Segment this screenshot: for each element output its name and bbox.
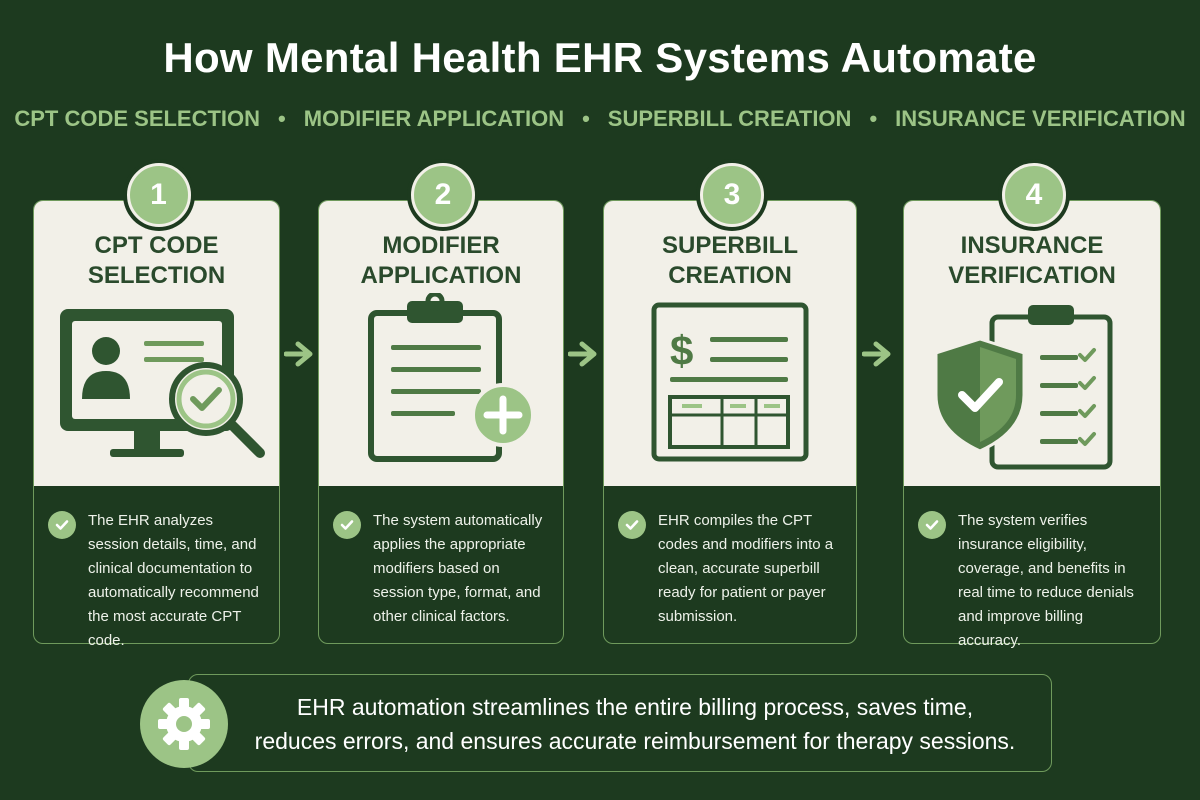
step-title: MODIFIER APPLICATION: [319, 231, 563, 291]
step-description-text: The system verifies insurance eligibilit…: [958, 512, 1134, 649]
step-title-line: SELECTION: [87, 262, 226, 289]
step-number-badge: 3: [700, 163, 764, 227]
step-description: The system automatically applies the app…: [333, 509, 551, 629]
gear-icon-badge: [140, 680, 228, 768]
step-number-badge: 1: [126, 163, 191, 227]
step-description: EHR compiles the CPT codes and modifiers…: [618, 509, 844, 629]
step-title-line: INSURANCE: [960, 232, 1104, 259]
step-description-text: The system automatically applies the app…: [373, 512, 543, 625]
summary-line: EHR automation streamlines the entire bi…: [296, 694, 974, 720]
step-description-text: EHR compiles the CPT codes and modifiers…: [658, 512, 834, 625]
subtitle-separator: •: [278, 106, 286, 131]
monitor-with-magnifier-icon: [60, 309, 265, 458]
step-number-badge: 4: [1002, 163, 1066, 227]
step-title-line: MODIFIER: [382, 232, 500, 259]
subtitle-item-cpt: CPT CODE SELECTION: [14, 106, 261, 131]
step-title-line: APPLICATION: [360, 262, 522, 289]
step-description: The EHR analyzes session details, time, …: [48, 509, 267, 653]
step-title-line: CREATION: [668, 262, 792, 289]
subtitle-separator: •: [869, 106, 878, 131]
subtitle-item-insurance: INSURANCE VERIFICATION: [895, 106, 1186, 131]
step-card-1: 1 CPT CODE SELECTION The EHR analyzes se…: [33, 163, 280, 649]
subtitle-separator: •: [582, 106, 590, 131]
subtitle: CPT CODE SELECTION • MODIFIER APPLICATION •…: [0, 106, 1200, 132]
subtitle-item-superbill: SUPERBILL CREATION: [607, 106, 852, 131]
check-icon: [48, 511, 76, 539]
clipboard-plus-icon: [368, 293, 535, 462]
step-title: CPT CODE SELECTION: [34, 231, 279, 291]
step-title-line: VERIFICATION: [948, 262, 1116, 289]
step-title: SUPERBILL CREATION: [604, 231, 856, 291]
summary-line: reduces errors, and ensures accurate rei…: [254, 728, 1016, 754]
page-title: How Mental Health EHR Systems Automate: [163, 34, 1037, 81]
summary-text: EHR automation streamlines the entire bi…: [240, 690, 1030, 758]
check-icon: [618, 511, 646, 539]
step-title-line: SUPERBILL: [661, 232, 798, 259]
step-title-line: CPT CODE: [94, 232, 219, 259]
check-icon: [918, 511, 946, 539]
step-number-badge: 2: [411, 163, 475, 227]
step-card-3: 3 SUPERBILL CREATION $ EHR compiles the …: [603, 163, 857, 644]
step-description: The system verifies insurance eligibilit…: [918, 509, 1148, 653]
step-card-4: 4 INSURANCE VERIFICATION The system veri…: [903, 163, 1161, 649]
step-title: INSURANCE VERIFICATION: [904, 231, 1160, 291]
svg-text:$: $: [670, 327, 693, 374]
arrow-right-icon: [284, 341, 313, 367]
step-description-text: The EHR analyzes session details, time, …: [88, 512, 259, 649]
subtitle-item-modifier: MODIFIER APPLICATION: [303, 106, 565, 131]
arrow-right-icon: [862, 341, 891, 367]
gear-icon: [158, 698, 210, 750]
dollar-document-icon: $: [651, 302, 809, 462]
shield-checklist-icon: [934, 305, 1113, 470]
arrow-right-icon: [568, 341, 597, 367]
step-card-2: 2 MODIFIER APPLICATION The system automa…: [318, 163, 564, 644]
check-icon: [333, 511, 361, 539]
